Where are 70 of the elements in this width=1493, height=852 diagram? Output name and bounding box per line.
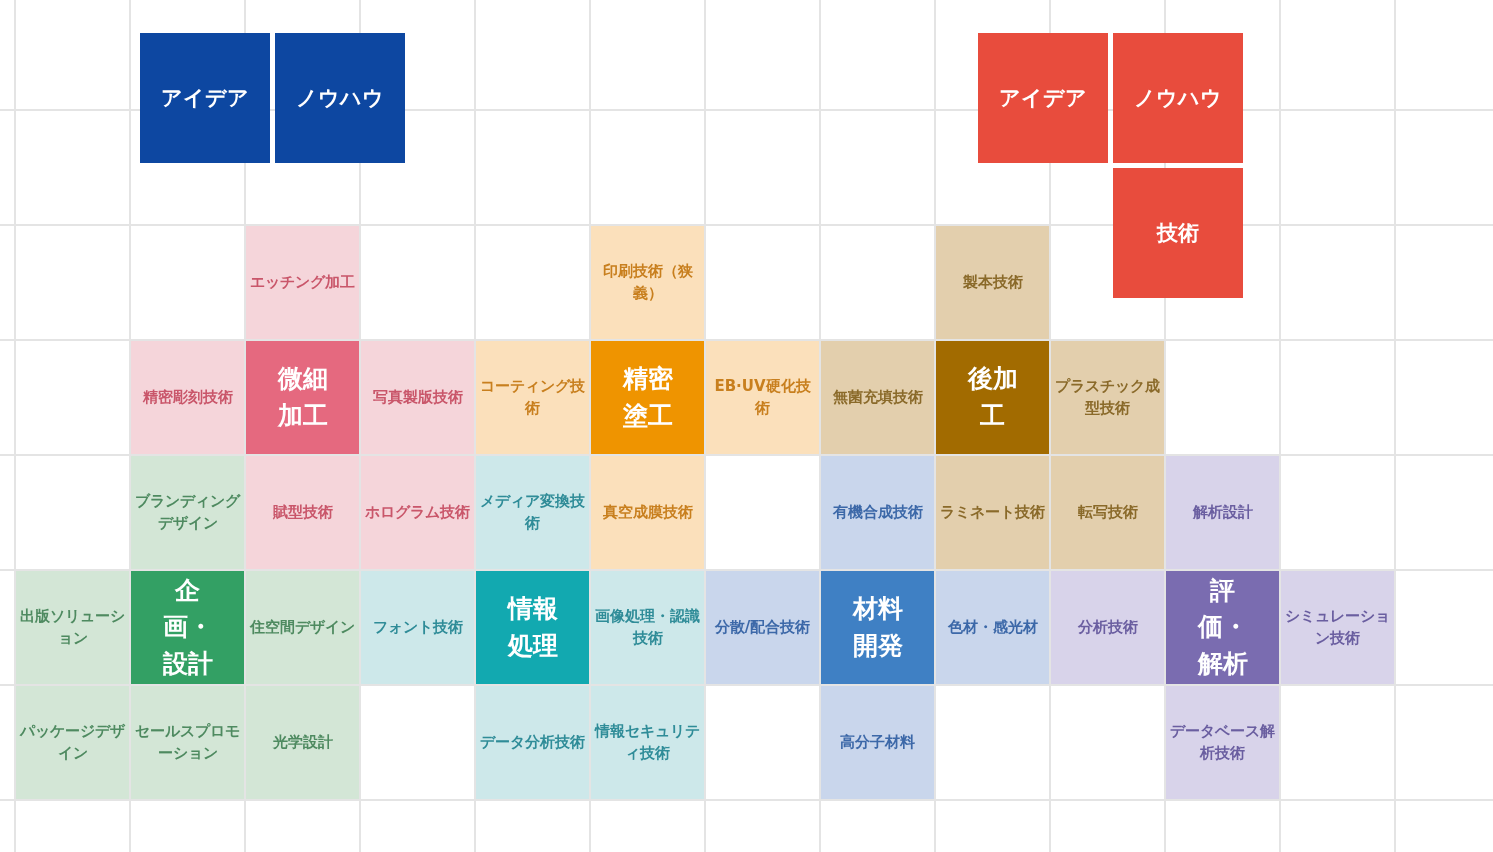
- piece-label: EB·UV硬化技術: [713, 375, 812, 419]
- puzzle-piece: [936, 456, 1049, 569]
- piece-label: 評価・解析: [1196, 575, 1249, 680]
- piece-label: 住空間デザイン: [250, 616, 355, 638]
- piece-label: パッケージデザイン: [19, 720, 126, 764]
- puzzle-piece: [1113, 168, 1243, 298]
- piece-label: 材料開発: [851, 593, 904, 662]
- piece-label: プラスチック成型技術: [1054, 375, 1161, 419]
- piece-label: セールスプロモーション: [134, 720, 241, 764]
- puzzle-piece: [821, 571, 934, 684]
- puzzle-piece: [476, 341, 589, 454]
- puzzle-piece: [476, 571, 589, 684]
- puzzle-piece: [275, 33, 405, 163]
- piece-label: シミュレーション技術: [1284, 605, 1391, 649]
- puzzle-piece: [591, 341, 704, 454]
- piece-label: ブランディングデザイン: [134, 490, 241, 534]
- puzzle-piece: [246, 341, 359, 454]
- puzzle-piece: [131, 571, 244, 684]
- piece-label: ノウハウ: [1134, 84, 1222, 112]
- piece-label: 高分子材料: [840, 731, 915, 753]
- puzzle-piece: [1166, 571, 1279, 684]
- piece-label: ホログラム技術: [365, 501, 470, 523]
- piece-label: 有機合成技術: [832, 501, 923, 523]
- piece-label: 後加工: [966, 363, 1019, 432]
- piece-label: コーティング技術: [479, 375, 586, 419]
- piece-label: 賦型技術: [272, 501, 333, 523]
- piece-label: 微細加工: [276, 363, 329, 432]
- piece-label: 技術: [1157, 219, 1199, 247]
- piece-label: ノウハウ: [296, 84, 384, 112]
- puzzle-piece: [821, 686, 934, 799]
- piece-label: アイデア: [999, 84, 1087, 112]
- puzzle-piece: [936, 341, 1049, 454]
- piece-label: データ分析技術: [480, 731, 585, 753]
- piece-label: 製本技術: [962, 271, 1023, 293]
- piece-label: メディア変換技術: [479, 490, 586, 534]
- puzzle-piece: [978, 33, 1108, 163]
- piece-label: 分散/配合技術: [714, 616, 811, 638]
- piece-label: 分析技術: [1077, 616, 1138, 638]
- piece-label: 企画・設計: [161, 575, 214, 680]
- piece-label: 情報処理: [506, 593, 559, 662]
- piece-label: 転写技術: [1077, 501, 1138, 523]
- puzzle-piece: [1051, 456, 1164, 569]
- piece-label: 解析設計: [1192, 501, 1253, 523]
- puzzle-piece: [706, 341, 819, 454]
- puzzle-piece: [591, 456, 704, 569]
- piece-label: 情報セキュリティ技術: [594, 720, 701, 764]
- piece-label: 無菌充填技術: [832, 386, 923, 408]
- piece-label: 写真製版技術: [372, 386, 463, 408]
- piece-label: エッチング加工: [250, 271, 355, 293]
- piece-label: 画像処理・認識技術: [594, 605, 701, 649]
- puzzle-piece: [140, 33, 270, 163]
- piece-label: ラミネート技術: [940, 501, 1045, 523]
- piece-label: 精密彫刻技術: [142, 386, 233, 408]
- puzzle-piece: [591, 226, 704, 339]
- piece-label: 光学設計: [272, 731, 333, 753]
- puzzle-piece: [706, 571, 819, 684]
- piece-label: 色材・感光材: [947, 616, 1038, 638]
- piece-label: データベース解析技術: [1169, 720, 1276, 764]
- piece-label: 出版ソリューション: [19, 605, 126, 649]
- puzzle-piece: [1113, 33, 1243, 163]
- piece-label: 真空成膜技術: [602, 501, 693, 523]
- puzzle-piece: [821, 456, 934, 569]
- piece-label: 精密塗工: [621, 363, 674, 432]
- piece-label: 印刷技術（狭義）: [601, 260, 694, 304]
- piece-label: フォント技術: [372, 616, 463, 638]
- puzzle-piece: [936, 226, 1049, 339]
- puzzle-piece: [1051, 341, 1164, 454]
- puzzle-piece: [936, 571, 1049, 684]
- puzzle-piece: [821, 341, 934, 454]
- piece-label: アイデア: [161, 84, 249, 112]
